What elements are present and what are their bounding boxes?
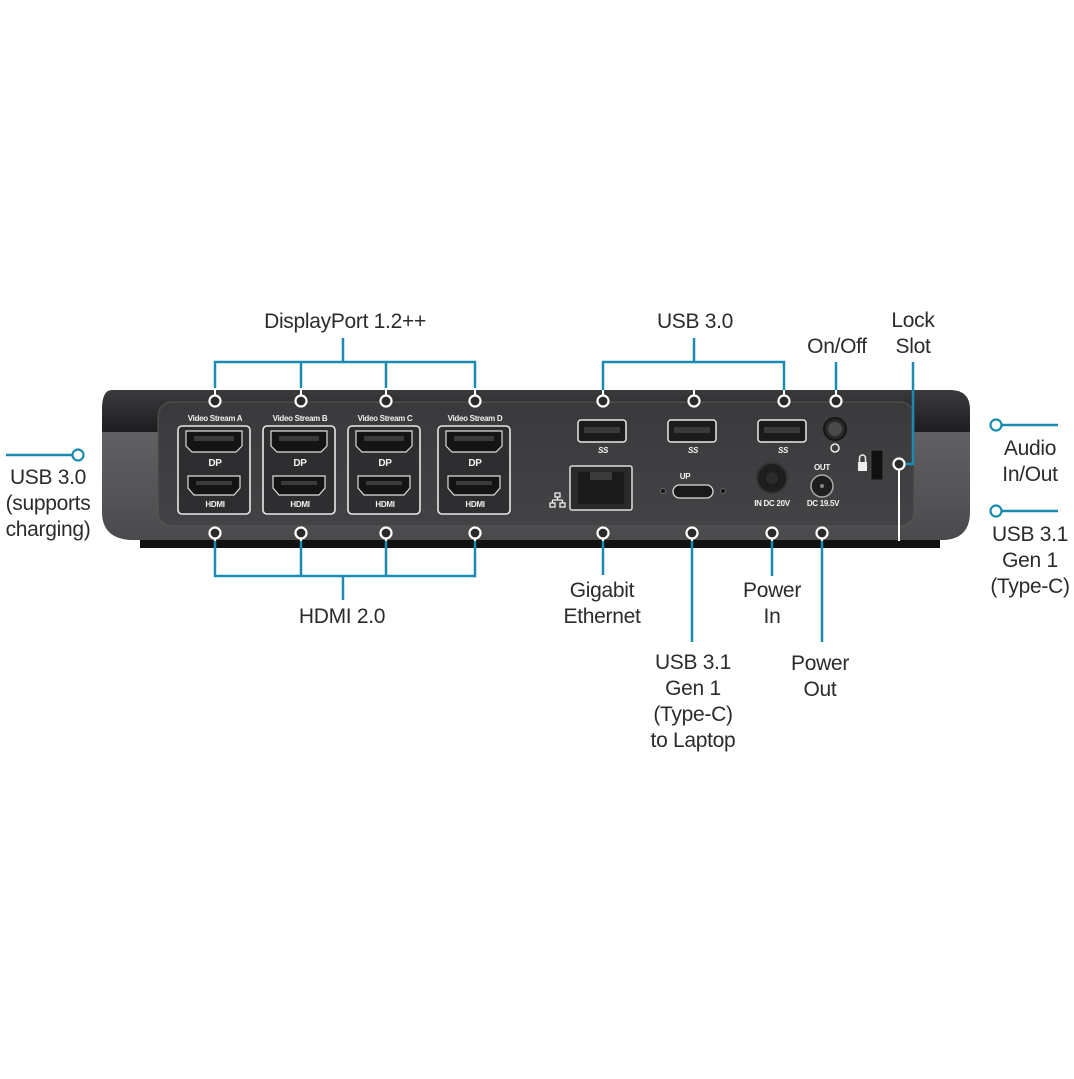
power-in-mark: IN DC 20V [754,499,790,508]
callout-marker [687,394,701,408]
label-onoff: On/Off [807,335,867,358]
power-out-mark: DC 19.5V [806,499,840,508]
lock-slot [858,449,884,481]
dp-mark-d: DP [468,458,482,469]
network-icon [549,492,566,508]
hdmi-mark-d: HDMI [465,500,485,509]
displayport-port [185,430,243,453]
hdmi-port [272,475,326,496]
video-stream-group-d [437,425,511,515]
hdmi-mark-b: HDMI [290,500,310,509]
label-usb30-top: USB 3.0 [656,310,734,333]
video-stream-b-label: Video Stream B [272,414,328,423]
dp-mark-c: DP [378,458,392,469]
label-lock-slot: Lock Slot [891,309,935,358]
video-stream-group-c [347,425,421,515]
power-out-mark-top: OUT [814,463,830,472]
callout-marker [765,526,779,540]
callout-marker [892,457,906,471]
hdmi-port [357,475,411,496]
video-stream-group-a [177,425,251,515]
hdmi-port [447,475,501,496]
label-ethernet: Gigabit Ethernet [563,579,641,628]
usb-a-port-2 [667,419,717,443]
callout-marker [208,394,222,408]
label-usb30-left: USB 3.0 (supports charging) [5,466,91,541]
label-usb31-laptop: USB 3.1 Gen 1 (Type-C) to Laptop [650,651,736,752]
video-stream-a-label: Video Stream A [187,414,243,423]
label-audio: Audio In/Out [1002,437,1058,486]
callout-marker [379,526,393,540]
hdmi-port [187,475,241,496]
power-out-jack [810,474,834,498]
callout-marker [294,526,308,540]
displayport-bracket [213,338,477,388]
usb-c-port-laptop [660,484,726,499]
callout-marker-outer [989,504,1003,518]
callout-marker [596,526,610,540]
callout-marker [294,394,308,408]
ethernet-port [569,465,633,511]
callout-marker [815,526,829,540]
usb-ss-mark-3: SS [777,446,789,455]
callout-marker-outer [989,418,1003,432]
video-stream-d-label: Video Stream D [447,414,503,423]
callout-marker [379,394,393,408]
callout-marker [685,526,699,540]
hdmi-mark-c: HDMI [375,500,395,509]
lock-icon [858,462,867,471]
callout-marker [596,394,610,408]
hdmi-mark-a: HDMI [205,500,225,509]
usb-a-port-3 [757,419,807,443]
usb-ss-mark-1: SS [597,446,609,455]
callout-marker [468,526,482,540]
power-in-jack [756,462,788,494]
label-displayport: DisplayPort 1.2++ [264,310,426,333]
video-stream-group-b [262,425,336,515]
dp-mark-a: DP [208,458,222,469]
callout-marker [777,394,791,408]
power-button [823,417,847,453]
label-usb31-right: USB 3.1 Gen 1 (Type-C) [990,523,1070,598]
callout-marker [468,394,482,408]
callout-marker-outer [71,448,85,462]
usb-ss-mark-2: SS [687,446,699,455]
usb-a-port-1 [577,419,627,443]
power-icon [830,443,840,453]
callout-marker [829,394,843,408]
label-power-out: Power Out [790,652,850,701]
lock-line [904,362,915,466]
dp-mark-b: DP [293,458,307,469]
hdmi-bracket [213,540,477,600]
callout-marker [208,526,222,540]
displayport-port [355,430,413,453]
video-stream-c-label: Video Stream C [357,414,413,423]
displayport-port [445,430,503,453]
label-power-in: Power In [742,579,802,628]
usb30-top-bracket [601,338,786,392]
displayport-port [270,430,328,453]
label-hdmi: HDMI 2.0 [298,605,386,628]
up-mark: UP [679,472,691,481]
